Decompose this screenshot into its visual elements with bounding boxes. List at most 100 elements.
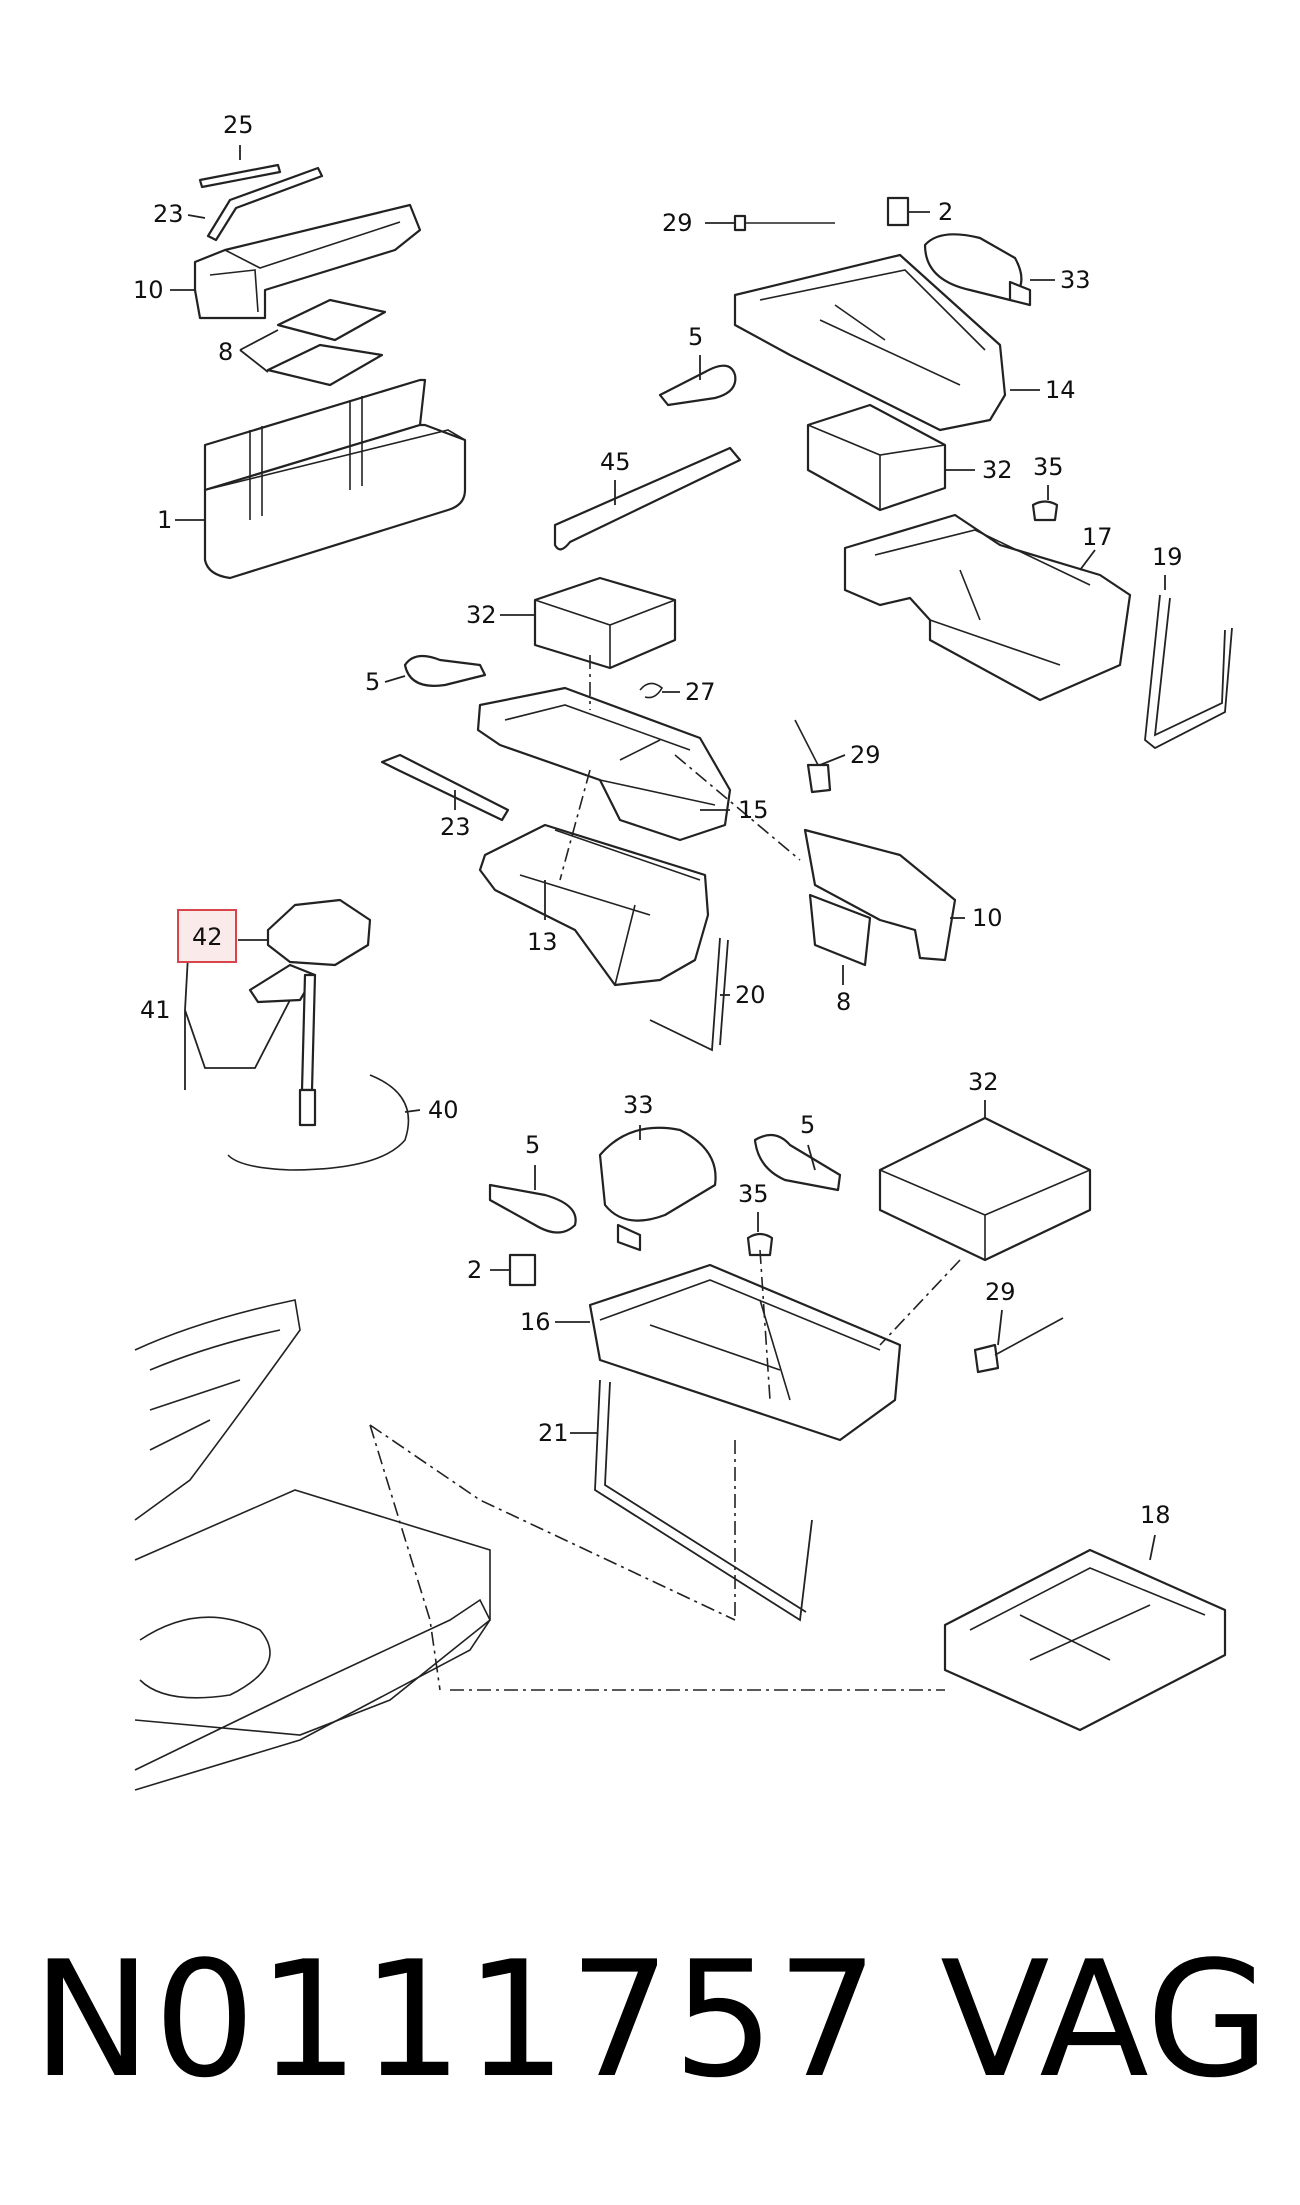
rod-25 [198, 163, 282, 189]
callout-27: 27 [685, 678, 716, 706]
callout-29-c: 29 [985, 1278, 1016, 1306]
callout-32-c: 32 [968, 1068, 999, 1096]
callout-5-c: 5 [525, 1131, 540, 1159]
pad-8c [808, 893, 872, 967]
tray-15 [476, 686, 732, 842]
callout-45: 45 [600, 448, 631, 476]
ring-40 [227, 1074, 410, 1171]
part-number: N0111757 [32, 1926, 881, 2113]
callout-42: 42 [192, 923, 223, 951]
tray-18-inner [969, 1567, 1206, 1661]
trunk-lid [134, 1299, 301, 1521]
ring-5a [658, 364, 737, 407]
case-1-strap [204, 396, 466, 520]
callout-5-d: 5 [800, 1111, 815, 1139]
compressor-33b-end [616, 1223, 642, 1252]
callout-33-b: 33 [623, 1091, 654, 1119]
jack-group [227, 898, 410, 1171]
clip-27 [639, 682, 664, 699]
jack-screw [300, 973, 317, 1092]
screw-2a [886, 196, 910, 227]
bolt-29c [973, 1343, 1000, 1374]
screw-35a [1031, 500, 1059, 522]
callout-1: 1 [157, 506, 172, 534]
callout-20: 20 [735, 981, 766, 1009]
callout-32-b: 32 [466, 601, 497, 629]
callout-8-b: 8 [836, 988, 851, 1016]
callout-32: 32 [982, 456, 1013, 484]
crank-23b [380, 753, 510, 822]
callout-17: 17 [1082, 523, 1113, 551]
ring-5d [753, 1133, 842, 1192]
tray-16 [588, 1263, 902, 1442]
callout-10-b: 10 [972, 904, 1003, 932]
bolt-29b [806, 763, 832, 794]
tray-14-inner [759, 269, 986, 386]
extension-45 [553, 446, 742, 551]
callout-33: 33 [1060, 266, 1091, 294]
tray-13-inner [519, 829, 701, 986]
compressor-33b [598, 1126, 717, 1222]
strap-21 [594, 1379, 813, 1622]
trunk-bumper [134, 1598, 491, 1791]
trunk-tray-18 [943, 1548, 1227, 1732]
box-32a [806, 403, 947, 512]
callout-40: 40 [428, 1096, 459, 1124]
screw-2b [508, 1253, 537, 1287]
callout-25: 25 [223, 111, 254, 139]
compressor-33a-end [1008, 280, 1032, 307]
assembly-lines [369, 655, 961, 1691]
callout-23-b: 23 [440, 813, 471, 841]
trunk-spare-well [139, 1616, 271, 1699]
callout-35: 35 [1033, 453, 1064, 481]
tool-holder-10 [193, 203, 422, 320]
leader-lines [170, 145, 1166, 1561]
case-1-body [203, 423, 467, 580]
pad-8b [266, 343, 384, 387]
strap-20 [649, 937, 729, 1052]
pad-8a [276, 298, 387, 342]
callout-41: 41 [140, 996, 171, 1024]
tray-16-group [488, 1116, 1092, 1622]
middle-trays-group [380, 576, 957, 1052]
callout-29: 29 [662, 209, 693, 237]
callout-labels: 25 23 10 8 1 29 2 33 14 5 32 45 35 17 19… [133, 111, 1183, 1529]
bolt-29a [733, 214, 747, 232]
trunk-lid-inner [149, 1329, 281, 1451]
jack-foot [298, 1088, 317, 1127]
case-1-lid [203, 378, 427, 492]
tool-holder-inner [209, 221, 401, 313]
ring-5b [403, 654, 487, 687]
footer: N0111757 VAG [0, 1930, 1300, 2110]
exploded-parts-diagram: 25 23 10 8 1 29 2 33 14 5 32 45 35 17 19… [133, 111, 1233, 1791]
callout-15: 15 [738, 796, 769, 824]
tray-13 [478, 823, 710, 987]
box-32b-edge [534, 599, 676, 668]
callout-2: 2 [938, 198, 953, 226]
tray-15-inner [504, 704, 716, 806]
foam-17-inner [874, 529, 1091, 666]
holder-10b [803, 828, 957, 962]
callout-29-b: 29 [850, 741, 881, 769]
callout-21: 21 [538, 1419, 569, 1447]
ring-5c [488, 1183, 577, 1234]
highlight-box-42 [177, 909, 237, 963]
callout-8: 8 [218, 338, 233, 366]
callout-2-b: 2 [467, 1256, 482, 1284]
bolt-29c-shaft [994, 1317, 1064, 1356]
callout-10: 10 [133, 276, 164, 304]
brand-label: VAG [940, 1926, 1270, 2113]
callout-5: 5 [688, 323, 703, 351]
tray-14-group [553, 196, 1233, 750]
jack-tool-case-group [193, 163, 467, 580]
bolt-29b-shaft [794, 719, 819, 766]
box-32a-edge [807, 424, 946, 510]
callout-23: 23 [153, 200, 184, 228]
crank-23 [206, 166, 324, 242]
jack-head-42 [266, 898, 372, 967]
callout-35-b: 35 [738, 1180, 769, 1208]
callout-18: 18 [1140, 1501, 1171, 1529]
strap-19 [1144, 594, 1233, 750]
box-32c-edge [879, 1169, 1091, 1260]
compressor-33a [923, 233, 1023, 302]
